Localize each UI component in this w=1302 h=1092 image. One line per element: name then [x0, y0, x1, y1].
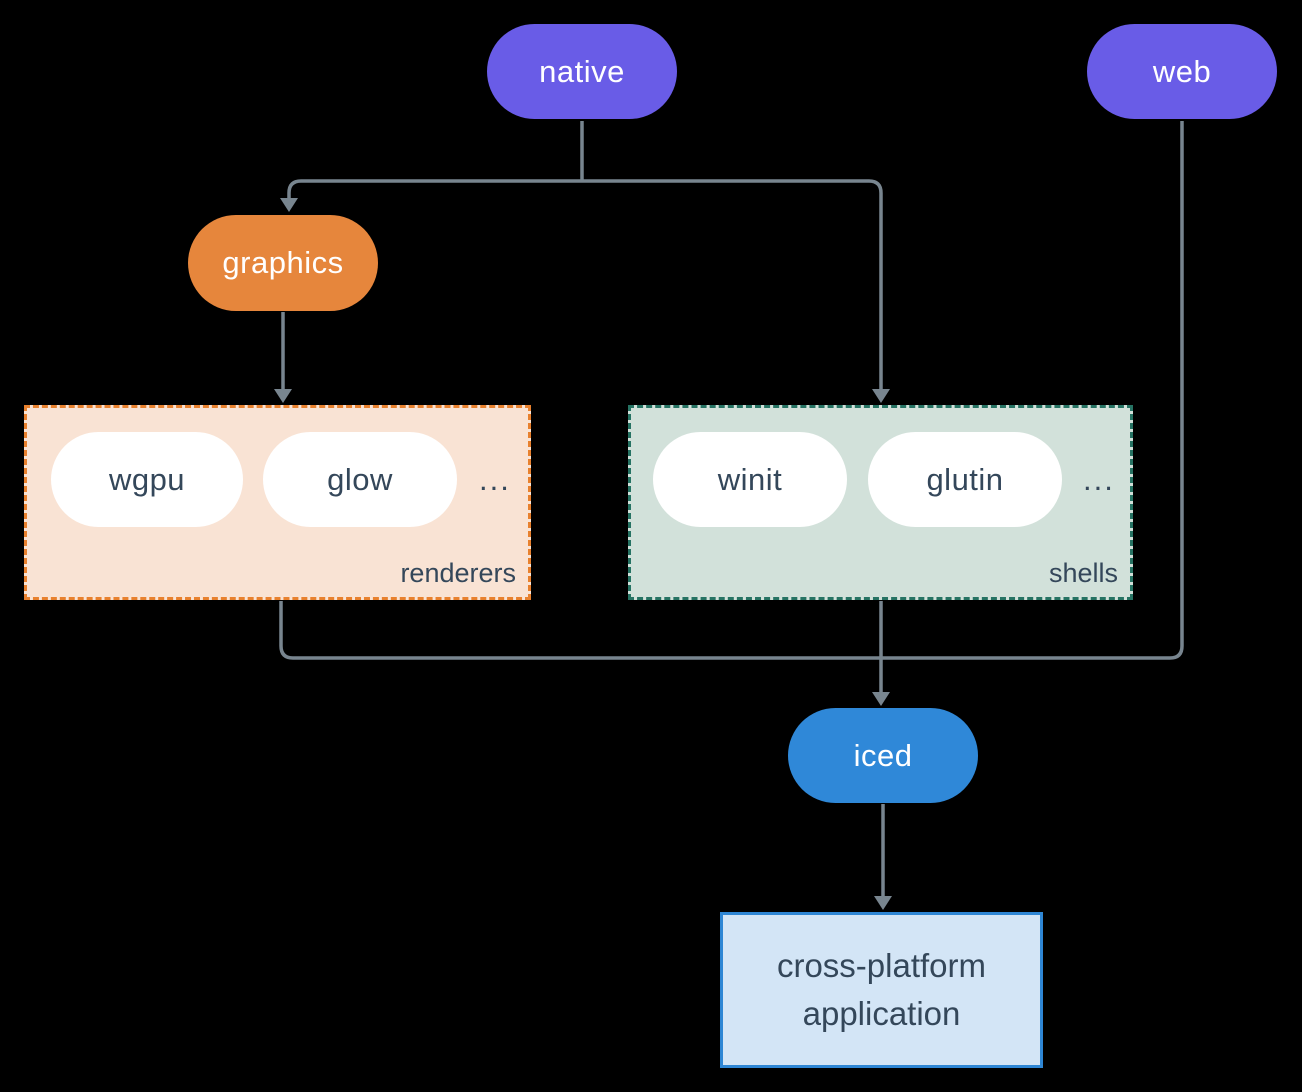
group-shells: winit glutin ... shells	[628, 405, 1133, 600]
connector-web-to-merge	[881, 121, 1184, 660]
node-winit-label: winit	[717, 461, 783, 497]
connector-native-to-graphics	[287, 179, 582, 198]
node-glutin: glutin	[868, 432, 1062, 527]
renderers-group-label: renderers	[400, 558, 516, 588]
node-web-label: web	[1152, 53, 1212, 89]
group-renderers: wgpu glow ... renderers	[24, 405, 531, 600]
arrowhead-graphics	[280, 198, 298, 212]
node-web: web	[1087, 24, 1277, 119]
renderers-ellipsis: ...	[479, 461, 511, 497]
node-glutin-label: glutin	[926, 461, 1004, 497]
node-glow-label: glow	[327, 461, 393, 497]
arrowhead-shells	[872, 389, 890, 403]
arrowhead-renderers	[274, 389, 292, 403]
arrowhead-iced	[872, 692, 890, 706]
connector-native-to-shells	[582, 179, 883, 389]
shells-group-label: shells	[1048, 558, 1118, 588]
node-native: native	[487, 24, 677, 119]
node-glow: glow	[263, 432, 457, 527]
node-iced: iced	[788, 708, 978, 803]
node-cross-platform-application-label: cross-platform application	[776, 947, 987, 1032]
node-iced-label: iced	[853, 737, 913, 773]
node-wgpu: wgpu	[51, 432, 243, 527]
shells-ellipsis: ...	[1083, 461, 1115, 497]
node-winit: winit	[653, 432, 847, 527]
node-native-label: native	[539, 53, 625, 89]
node-graphics-label: graphics	[222, 245, 344, 280]
connector-renderers-to-merge	[279, 601, 881, 660]
node-wgpu-label: wgpu	[108, 461, 186, 497]
node-cross-platform-application: cross-platform application	[720, 912, 1043, 1068]
arrowhead-application	[874, 896, 892, 910]
node-graphics: graphics	[188, 215, 378, 311]
